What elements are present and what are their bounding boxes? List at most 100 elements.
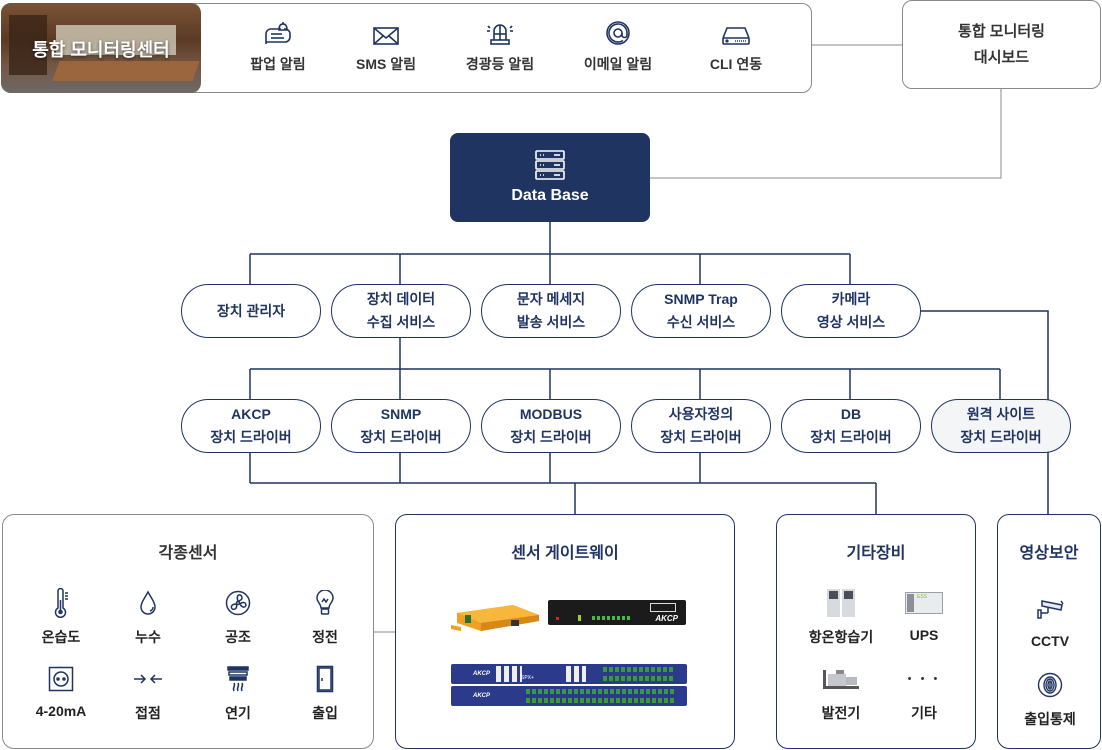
fan-icon — [203, 589, 273, 617]
dashboard-label-line2: 대시보드 — [973, 48, 1030, 66]
service-label: 장치 데이터 — [366, 291, 436, 307]
alert-popup: 팝업 알림 — [223, 18, 333, 74]
at-sign-icon — [563, 18, 673, 46]
sensors-panel: 각종센서 온습도 누수 공조 — [2, 514, 374, 749]
service-data-collection: 장치 데이터 수집 서비스 — [331, 284, 471, 338]
other-equipment-panel: 기타장비 항온항습기 ESS UPS 발전기 • • • 기타 — [776, 514, 976, 749]
integrated-dashboard-box: 통합 모니터링 대시보드 — [902, 0, 1101, 89]
driver-label: MODBUS — [519, 406, 583, 422]
sensor-4-20ma: 4-20mA — [26, 665, 96, 719]
sensor-label: 공조 — [225, 629, 251, 645]
security-label: 출입통제 — [1024, 711, 1076, 727]
sensor-door-access: 출입 — [290, 665, 360, 723]
alert-cli: CLI 연동 — [681, 18, 791, 74]
envelope-icon — [331, 18, 441, 46]
hvac-cabinet-icon — [801, 589, 881, 617]
other-equipment-title: 기타장비 — [846, 545, 906, 562]
sensor-contact: 접점 — [113, 665, 183, 723]
server-stack-icon — [450, 149, 650, 181]
sensor-label: 온습도 — [41, 629, 81, 645]
sensor-label: 접점 — [135, 705, 161, 721]
sensor-power-outage: 정전 — [290, 589, 360, 647]
service-label: SNMP Trap — [664, 291, 738, 307]
equipment-generator: 발전기 — [801, 665, 881, 723]
monitoring-center-banner: 통합 모니터링센터 — [1, 3, 201, 93]
sensor-smoke: 연기 — [203, 665, 273, 723]
sensor-label: 4-20mA — [35, 703, 87, 719]
alert-email: 이메일 알림 — [563, 18, 673, 74]
akcp-brand-label: AKCP — [473, 693, 491, 699]
black-gateway-device-image: AKCP — [548, 600, 686, 625]
terminal-device-icon — [681, 18, 791, 46]
service-sublabel: 수집 서비스 — [366, 314, 436, 330]
service-label: 문자 메세지 — [516, 291, 586, 307]
fingerprint-icon — [1015, 671, 1085, 699]
water-drop-icon — [113, 589, 183, 617]
driver-sublabel: 장치 드라이버 — [960, 429, 1042, 445]
equipment-etc: • • • 기타 — [889, 665, 959, 723]
driver-remote-site: 원격 사이트 장치 드라이버 — [931, 399, 1071, 453]
database-node: Data Base — [450, 133, 650, 222]
thermometer-icon — [26, 588, 96, 618]
popup-bell-icon — [223, 18, 333, 46]
sensor-temp-humidity: 온습도 — [26, 588, 96, 647]
service-sublabel: 영상 서비스 — [816, 314, 886, 330]
contact-arrows-icon — [113, 665, 183, 693]
line-dashboard-db — [650, 89, 1002, 179]
driver-sublabel: 장치 드라이버 — [360, 429, 442, 445]
service-sublabel: 발송 서비스 — [516, 314, 586, 330]
driver-sublabel: 장치 드라이버 — [510, 429, 592, 445]
akcp-brand-label: AKCP — [655, 614, 678, 623]
sensors-title: 각종센서 — [158, 545, 218, 562]
sensor-label: 출입 — [312, 705, 338, 721]
driver-label: SNMP — [380, 406, 422, 422]
service-snmp-trap: SNMP Trap 수신 서비스 — [631, 284, 771, 338]
equipment-label: UPS — [909, 627, 939, 643]
service-sms-sending: 문자 메세지 발송 서비스 — [481, 284, 621, 338]
security-label: CCTV — [1030, 633, 1070, 649]
akcp-brand-label: AKCP — [473, 671, 491, 677]
sensor-leak: 누수 — [113, 589, 183, 647]
driver-custom: 사용자정의 장치 드라이버 — [631, 399, 771, 453]
sensor-label: 연기 — [225, 705, 251, 721]
monitoring-center-title: 통합 모니터링센터 — [32, 40, 170, 60]
driver-label: 원격 사이트 — [966, 406, 1036, 422]
generator-icon — [801, 665, 881, 693]
driver-label: DB — [840, 406, 862, 422]
gateway-title: 센서 게이트웨이 — [511, 545, 619, 562]
smoke-detector-icon — [203, 665, 273, 693]
sensor-gateway-panel: 센서 게이트웨이 AKCP AKCP SPX+ AKCP — [395, 514, 735, 749]
service-device-manager: 장치 관리자 — [181, 284, 321, 338]
equipment-label: 발전기 — [821, 705, 861, 721]
siren-icon — [445, 18, 555, 46]
equipment-label: 항온항습기 — [808, 629, 874, 645]
alert-sms: SMS 알림 — [331, 18, 441, 74]
equipment-label: 기타 — [911, 705, 937, 721]
ups-icon: ESS — [889, 589, 959, 617]
equipment-hvac: 항온항습기 — [801, 589, 881, 647]
dashboard-label-line1: 통합 모니터링 — [958, 22, 1045, 40]
driver-sublabel: 장치 드라이버 — [660, 429, 742, 445]
driver-akcp: AKCP 장치 드라이버 — [181, 399, 321, 453]
driver-db: DB 장치 드라이버 — [781, 399, 921, 453]
database-label: Data Base — [511, 187, 589, 204]
driver-sublabel: 장치 드라이버 — [810, 429, 892, 445]
driver-label: 사용자정의 — [668, 406, 734, 422]
service-label: 장치 관리자 — [216, 302, 286, 319]
light-bulb-icon — [290, 589, 360, 617]
service-label: 카메라 — [831, 291, 871, 307]
video-security-title: 영상보안 — [1019, 545, 1079, 562]
sensor-label: 누수 — [135, 629, 161, 645]
driver-snmp: SNMP 장치 드라이버 — [331, 399, 471, 453]
sensor-label: 정전 — [312, 629, 338, 645]
service-sublabel: 수신 서비스 — [666, 314, 736, 330]
rack-gateway-device-image: AKCP SPX+ AKCP — [451, 664, 687, 708]
driver-modbus: MODBUS 장치 드라이버 — [481, 399, 621, 453]
rack-model-label: SPX+ — [521, 675, 534, 681]
ups-tag: ESS — [917, 594, 928, 600]
power-outlet-icon — [26, 665, 96, 693]
driver-label: AKCP — [231, 406, 271, 422]
alert-siren: 경광등 알림 — [445, 18, 555, 74]
door-icon — [290, 665, 360, 693]
cctv-camera-icon — [1015, 595, 1085, 623]
